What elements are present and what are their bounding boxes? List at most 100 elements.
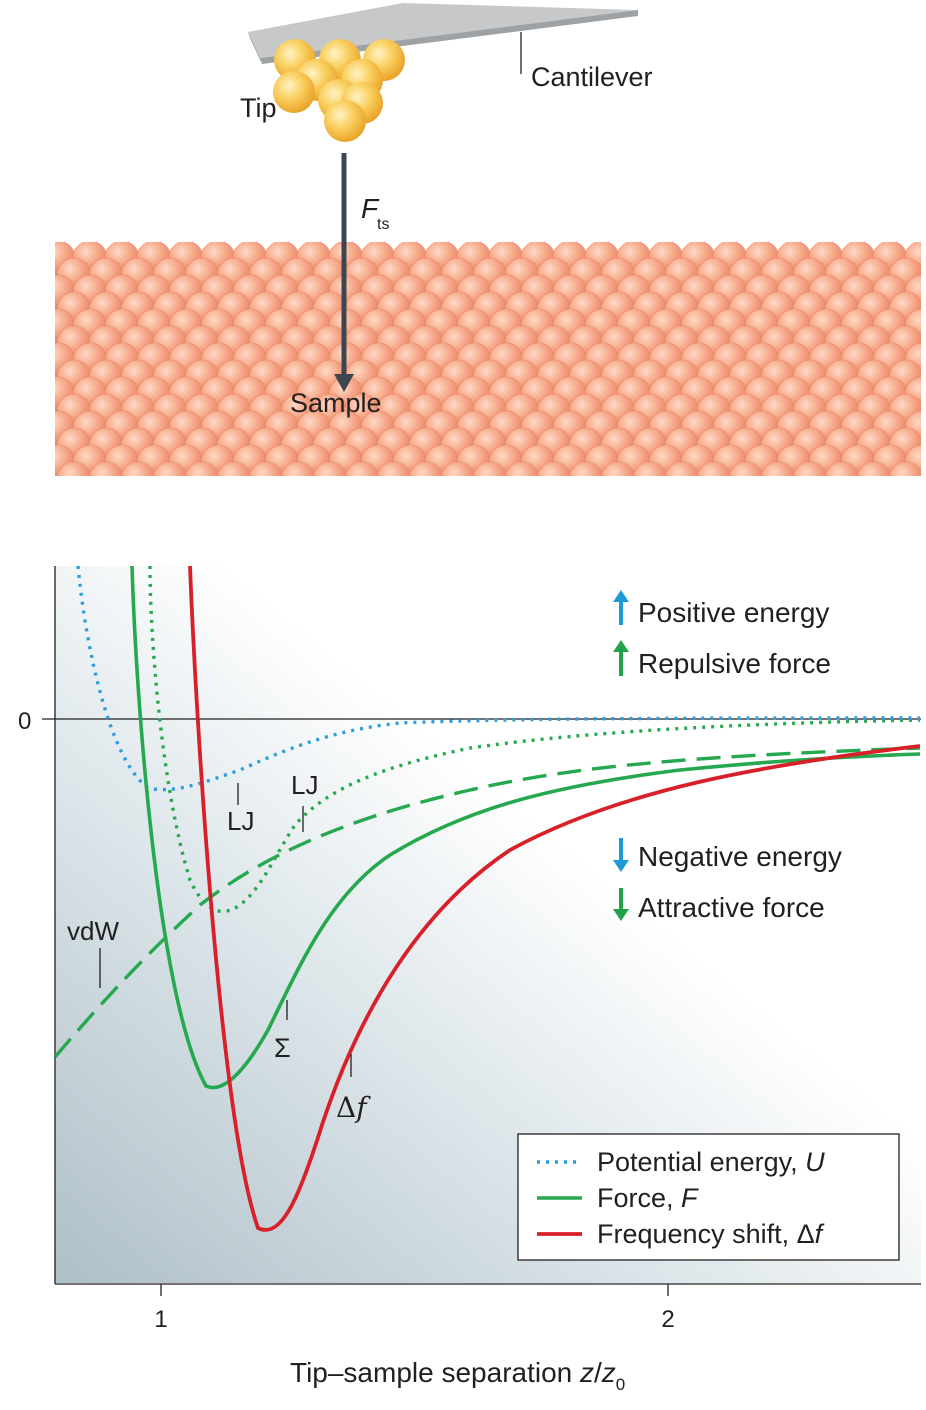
sample-atom xyxy=(824,461,860,476)
force-symbol: F xyxy=(361,193,380,224)
sample-atom xyxy=(329,479,363,513)
sample-atom xyxy=(760,461,796,476)
cantilever-label: Cantilever xyxy=(531,62,653,92)
sample-atom xyxy=(568,461,604,476)
sample-atom xyxy=(88,461,124,476)
legend-frequency-text: Frequency shift, xyxy=(597,1219,797,1249)
sample-atom xyxy=(105,479,139,513)
vdw-force-curve xyxy=(55,746,921,1059)
sample-atom xyxy=(920,441,921,449)
sample-atom xyxy=(137,479,171,513)
sample-atom xyxy=(489,479,523,513)
sample-atom xyxy=(920,373,921,381)
sample-atom xyxy=(169,479,203,513)
sample-atom xyxy=(713,479,747,513)
sample-atom xyxy=(233,479,267,513)
sample-atom xyxy=(504,461,540,476)
leader-lines xyxy=(99,783,352,1077)
sample-atom xyxy=(216,461,252,476)
sample-atom xyxy=(920,407,921,415)
sample-atom xyxy=(585,479,619,513)
sample-atom xyxy=(681,479,715,513)
legend-frequency-label: Frequency shift, Δf xyxy=(597,1219,825,1249)
x-tick-label-2: 2 xyxy=(661,1306,674,1333)
plot: 0 1 2 Tip–sample separation z/z0 LJ LJ v… xyxy=(18,566,921,1394)
repulsive-force-label: Repulsive force xyxy=(638,648,831,679)
down-arrow-force xyxy=(613,888,629,921)
lj-force-label: LJ xyxy=(291,770,318,800)
sample-atom xyxy=(920,305,921,313)
sample-atom xyxy=(920,339,921,347)
tip-label: Tip xyxy=(240,93,277,123)
legend-energy-var: U xyxy=(805,1147,825,1177)
x-axis-title-var: z xyxy=(579,1357,594,1388)
negative-energy-label: Negative energy xyxy=(638,841,842,872)
x-axis-title-main: Tip–sample separation xyxy=(290,1357,580,1388)
x-axis-title-slash: / xyxy=(594,1357,602,1388)
legend-force-label: Force, F xyxy=(597,1183,699,1213)
sample-atom xyxy=(393,479,427,513)
sample-atom xyxy=(809,479,843,513)
sample-atom xyxy=(457,479,491,513)
sample-atom xyxy=(73,479,107,513)
sample-atom xyxy=(152,461,188,476)
force-subscript: ts xyxy=(377,216,389,233)
sample-atom xyxy=(184,461,220,476)
sample-atom xyxy=(344,461,380,476)
sample-atom xyxy=(248,461,284,476)
frequency-shift-curve xyxy=(188,566,921,1232)
sample-atom xyxy=(617,479,651,513)
legend-energy-text: Potential energy, xyxy=(597,1147,805,1177)
x-axis-title: Tip–sample separation z/z0 xyxy=(290,1357,625,1394)
down-arrow-energy xyxy=(613,838,629,872)
sample-atom xyxy=(440,461,476,476)
sample-atom xyxy=(120,461,156,476)
legend-energy-label: Potential energy, U xyxy=(597,1147,825,1177)
sample-atom xyxy=(536,461,572,476)
sample-atom xyxy=(873,479,907,513)
sample-atom xyxy=(201,479,235,513)
sample-atom xyxy=(425,479,459,513)
sample-atom xyxy=(728,461,764,476)
up-arrow-energy xyxy=(613,590,629,625)
sample-label: Sample xyxy=(290,388,382,418)
sample-atom xyxy=(696,461,732,476)
legend: Potential energy, U Force, F Frequency s… xyxy=(517,1133,900,1261)
force-arrow xyxy=(334,153,354,392)
vdw-label: vdW xyxy=(67,916,119,946)
lj-energy-label: LJ xyxy=(227,806,254,836)
legend-frequency-var: f xyxy=(815,1219,825,1249)
sample-atom xyxy=(472,461,508,476)
sigma-label: Σ xyxy=(274,1033,291,1063)
sample-atom xyxy=(361,479,395,513)
sample-atom xyxy=(905,479,926,513)
legend-frequency-delta: Δ xyxy=(797,1219,815,1249)
x-axis-title-sub: 0 xyxy=(616,1375,625,1394)
delta-f-label: Δf xyxy=(336,1091,371,1124)
sample-atom xyxy=(553,479,587,513)
sample-atom xyxy=(664,461,700,476)
x-axis-title-var2: z xyxy=(601,1357,616,1388)
attractive-force-label: Attractive force xyxy=(638,892,825,923)
sample-atom xyxy=(920,475,921,476)
x-tick-label-1: 1 xyxy=(154,1306,167,1333)
sample-atom xyxy=(376,461,412,476)
sample-atom xyxy=(312,461,348,476)
sample-atom xyxy=(41,479,75,513)
sample-atom xyxy=(297,479,331,513)
sample-atom xyxy=(632,461,668,476)
legend-force-var: F xyxy=(681,1183,699,1213)
curves xyxy=(55,566,921,1232)
sample-atom xyxy=(649,479,683,513)
sample-atom xyxy=(856,461,892,476)
sample-atom xyxy=(521,479,555,513)
y-tick-zero: 0 xyxy=(18,708,31,735)
schematic: Cantilever Tip F ts Sample xyxy=(41,3,926,513)
sample-atom xyxy=(56,461,92,476)
sample-atom xyxy=(265,479,299,513)
sample-atom xyxy=(920,271,921,279)
legend-force-text: Force, xyxy=(597,1183,681,1213)
sample-surface xyxy=(41,242,926,513)
sample-atom xyxy=(888,461,921,476)
